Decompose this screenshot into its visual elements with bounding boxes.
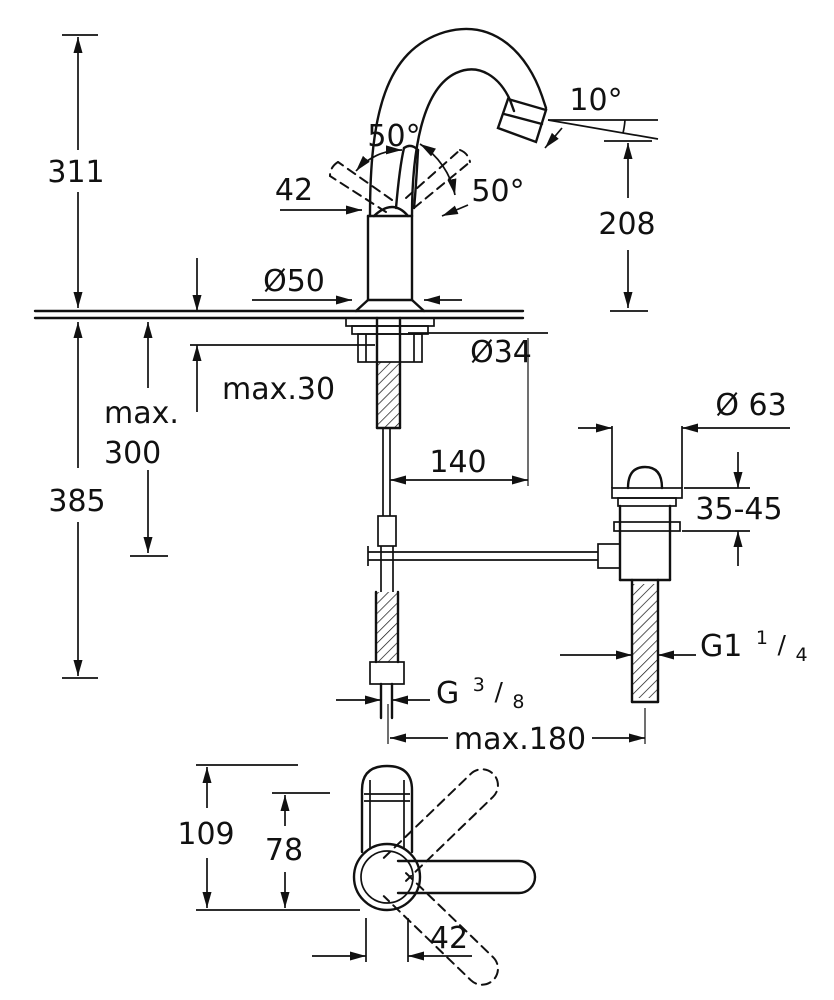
label-waste-deck-range: 35-45 [695,492,782,527]
lever-plan-up [382,768,499,882]
label-plan-body-width: 42 [430,921,468,956]
label-waste-offset: max.180 [454,722,586,757]
waste-knob [626,465,664,490]
faucet-plan-view [196,764,537,986]
label-plan-total-depth: 109 [177,817,234,852]
hose-nut [369,661,405,685]
waste-thread-slash: / [778,630,787,659]
mounting-nut [357,333,423,363]
label-hole-diameter: Ø34 [470,335,532,370]
angle-dimensions [355,119,659,217]
supply-thread-slash: / [494,677,503,706]
label-max-deck-thickness: max.30 [222,372,335,407]
dimension-lines [62,34,790,744]
waste-thread-numerator: 1 [756,627,768,649]
label-base-diameter: Ø50 [263,264,325,299]
pop-up-waste [611,465,683,744]
lever-swing-positions [329,149,471,213]
label-aerator-angle: 10° [569,83,622,118]
dimension-labels: 311 42 50° 50° 10° 208 Ø50 Ø34 max.30 ma… [47,83,807,956]
label-lever-length: 42 [275,173,313,208]
label-waste-flange-diameter: Ø 63 [715,388,786,423]
waste-thread-prefix: G1 [700,629,742,664]
label-swing-left: 50° [367,119,420,154]
label-hose-reach-word: max. [104,396,179,431]
label-height-above-deck: 311 [47,155,104,190]
aerator [496,97,548,144]
label-swing-right: 50° [471,174,524,209]
label-hose-reach-value: 300 [104,436,161,471]
faucet-side-view [354,27,548,313]
label-plan-spout-depth: 78 [265,833,303,868]
mounting-deck [33,309,525,320]
rod-coupler [377,515,397,547]
waste-rod-coupler [597,543,621,569]
lever-plan-down [382,872,499,986]
label-outlet-height: 208 [598,207,655,242]
supply-thread-prefix: G [436,676,459,711]
label-spout-projection: 140 [429,445,486,480]
cartridge-dome [372,205,410,218]
supply-assembly [345,316,621,720]
supply-thread-denominator: 8 [512,691,524,713]
label-supply-thread: G 3 / 8 [436,664,525,713]
label-height-below-deck: 385 [48,484,105,519]
label-waste-thread: G1 1 / 4 [700,617,808,666]
waste-thread-denominator: 4 [796,644,808,666]
supply-thread-numerator: 3 [473,674,485,696]
